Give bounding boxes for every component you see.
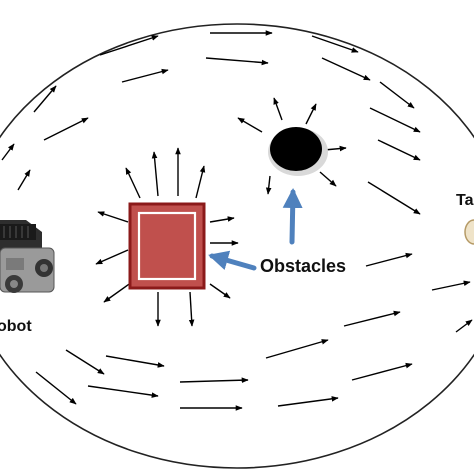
field-arrow xyxy=(1,143,15,161)
field-arrow xyxy=(265,339,329,359)
field-arrow xyxy=(95,249,129,265)
field-arrow xyxy=(87,385,159,398)
round-obstacle-icon xyxy=(268,127,328,176)
field-arrow xyxy=(311,35,359,53)
field-arrow xyxy=(265,175,272,195)
target-label: Ta xyxy=(456,192,474,209)
field-arrow xyxy=(351,362,413,381)
field-arrow xyxy=(455,319,473,333)
field-arrow xyxy=(188,291,195,327)
field-arrow xyxy=(33,85,57,113)
field-arrow xyxy=(379,81,415,109)
field-arrow xyxy=(377,139,421,161)
field-arrow xyxy=(179,377,249,383)
field-arrow xyxy=(17,169,31,191)
field-arrow xyxy=(105,355,165,368)
square-obstacle-icon xyxy=(128,202,206,290)
field-arrow xyxy=(151,151,159,197)
field-arrow xyxy=(209,283,231,299)
field-arrow xyxy=(205,57,269,66)
field-arrow xyxy=(365,252,413,267)
field-arrow xyxy=(35,371,77,405)
field-arrow xyxy=(65,349,105,375)
robot-icon xyxy=(0,220,55,293)
field-arrow xyxy=(195,165,206,199)
field-arrow xyxy=(43,117,89,141)
field-arrow xyxy=(209,216,235,223)
field-arrow xyxy=(319,171,337,187)
field-boundary xyxy=(0,23,474,469)
field-arrow xyxy=(431,280,471,291)
robot-label: obot xyxy=(0,318,32,335)
field-arrow xyxy=(343,310,401,327)
field-arrow xyxy=(321,57,371,81)
field-arrow xyxy=(99,35,159,56)
field-arrow xyxy=(369,107,421,133)
field-arrow xyxy=(97,211,129,223)
field-arrow xyxy=(305,103,317,125)
field-arrow xyxy=(237,117,263,133)
field-arrow xyxy=(121,68,169,83)
field-arrow xyxy=(103,281,133,303)
pointer-to-square-obstacle xyxy=(208,250,257,271)
field-arrow xyxy=(367,181,421,215)
vector-field-arrows xyxy=(1,30,473,411)
field-arrow xyxy=(273,97,283,121)
pointer-to-round-obstacle xyxy=(282,188,303,245)
field-arrow xyxy=(277,396,339,407)
obstacles-label: Obstacles xyxy=(260,256,346,276)
target-icon xyxy=(464,219,474,245)
field-arrow xyxy=(125,167,141,199)
obstacle-pointers xyxy=(208,188,303,271)
